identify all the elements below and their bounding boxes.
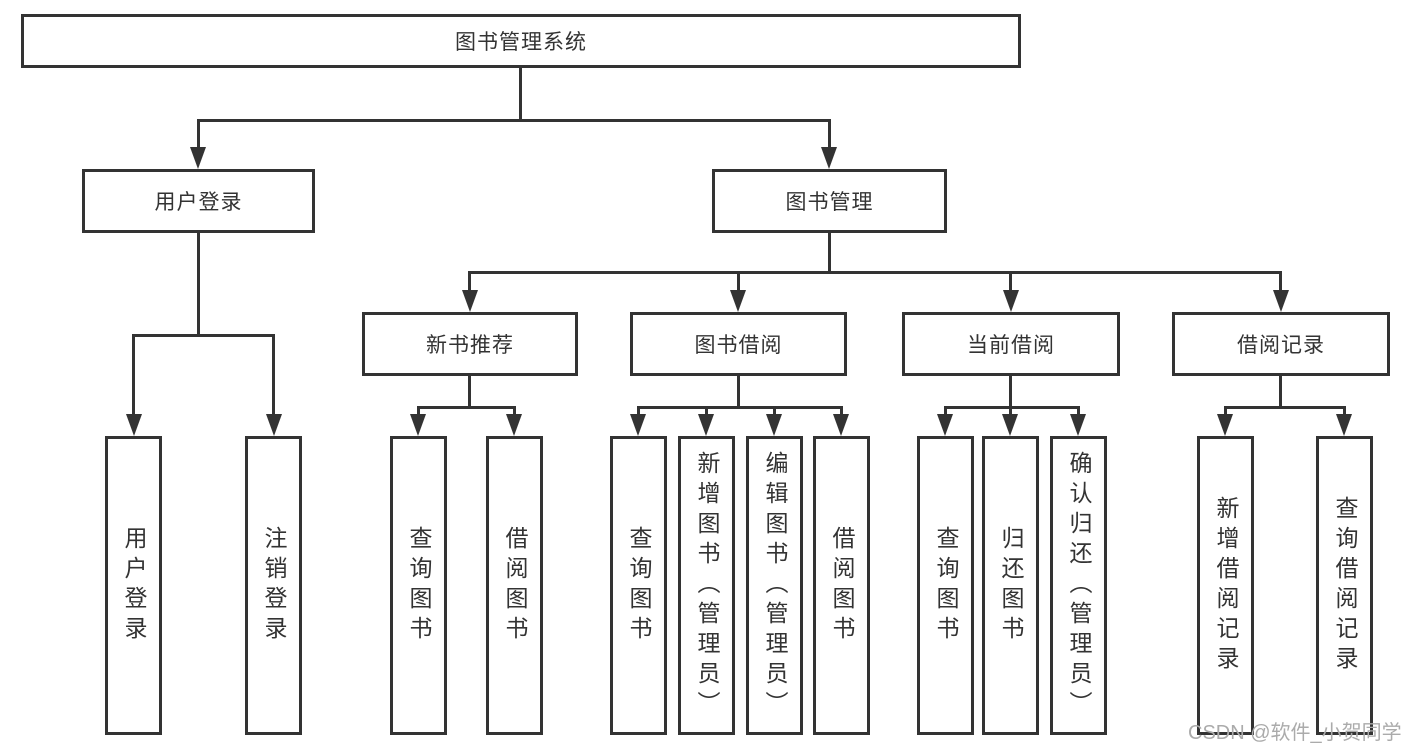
arrowhead-icon	[730, 290, 746, 312]
arrowhead-icon	[766, 414, 782, 436]
leaf-label: 借阅图书	[502, 525, 528, 646]
leaf-logout: 注销登录	[245, 436, 302, 735]
arrowhead-icon	[410, 414, 426, 436]
connector-line	[637, 406, 640, 416]
arrowhead-icon	[1002, 414, 1018, 436]
node-current-borrow: 当前借阅	[902, 312, 1120, 376]
connector-line	[1077, 406, 1080, 416]
arrowhead-icon	[833, 414, 849, 436]
connector-line	[705, 406, 708, 416]
connector-line	[197, 119, 831, 122]
node-label: 图书管理系统	[455, 31, 587, 54]
leaf-label: 查询借阅记录	[1332, 495, 1358, 676]
connector-line	[468, 271, 1282, 274]
node-label: 图书借阅	[694, 334, 783, 357]
leaf-label: 注销登录	[261, 525, 287, 646]
leaf-label: 新增图书（管理员）	[694, 450, 720, 721]
node-book-management: 图书管理	[712, 169, 947, 233]
connector-line	[417, 406, 420, 416]
node-label: 当前借阅	[967, 334, 1055, 357]
connector-line	[1224, 406, 1346, 409]
node-label: 图书管理	[785, 191, 874, 214]
connector-line	[417, 406, 516, 409]
connector-line	[1343, 406, 1346, 416]
arrowhead-icon	[1217, 414, 1233, 436]
arrowhead-icon	[266, 414, 282, 436]
leaf-query-book-1: 查询图书	[390, 436, 447, 735]
connector-line	[132, 334, 135, 416]
leaf-user-login: 用户登录	[105, 436, 162, 735]
leaf-add-borrow-record: 新增借阅记录	[1197, 436, 1254, 735]
node-book-borrow: 图书借阅	[630, 312, 847, 376]
arrowhead-icon	[1273, 290, 1289, 312]
leaf-label: 用户登录	[121, 525, 147, 646]
leaf-add-book-admin: 新增图书（管理员）	[678, 436, 735, 735]
connector-line	[828, 232, 831, 274]
connector-line	[1009, 271, 1012, 292]
connector-line	[773, 406, 776, 416]
arrowhead-icon	[821, 147, 837, 169]
leaf-label: 编辑图书（管理员）	[762, 450, 788, 721]
node-borrow-record: 借阅记录	[1172, 312, 1390, 376]
leaf-query-book-3: 查询图书	[917, 436, 974, 735]
connector-line	[1009, 406, 1012, 416]
node-label: 新书推荐	[426, 334, 514, 357]
arrowhead-icon	[506, 414, 522, 436]
leaf-label: 查询图书	[626, 525, 652, 646]
connector-line	[1009, 374, 1012, 409]
connector-line	[197, 232, 200, 336]
leaf-confirm-return-admin: 确认归还（管理员）	[1050, 436, 1107, 735]
leaf-label: 借阅图书	[829, 525, 855, 646]
leaf-label: 查询图书	[406, 525, 432, 646]
node-label: 用户登录	[154, 191, 243, 214]
arrowhead-icon	[1003, 290, 1019, 312]
connector-line	[944, 406, 947, 416]
connector-line	[840, 406, 843, 416]
connector-line	[468, 271, 471, 292]
connector-line	[828, 119, 831, 151]
leaf-return-book: 归还图书	[982, 436, 1039, 735]
arrowhead-icon	[698, 414, 714, 436]
arrowhead-icon	[190, 147, 206, 169]
connector-line	[1279, 271, 1282, 292]
connector-line	[637, 406, 843, 409]
leaf-label: 查询图书	[933, 525, 959, 646]
connector-line	[1224, 406, 1227, 416]
connector-line	[944, 406, 1080, 409]
node-user-login: 用户登录	[82, 169, 315, 233]
connector-line	[1279, 374, 1282, 409]
leaf-query-borrow-record: 查询借阅记录	[1316, 436, 1373, 735]
connector-line	[513, 406, 516, 416]
arrowhead-icon	[937, 414, 953, 436]
connector-line	[737, 271, 740, 292]
leaf-borrow-book-1: 借阅图书	[486, 436, 543, 735]
arrowhead-icon	[1336, 414, 1352, 436]
arrowhead-icon	[630, 414, 646, 436]
connector-line	[519, 66, 522, 122]
node-root-library-system: 图书管理系统	[21, 14, 1021, 68]
node-new-book-recommend: 新书推荐	[362, 312, 578, 376]
arrowhead-icon	[1070, 414, 1086, 436]
connector-line	[132, 334, 275, 337]
connector-line	[272, 334, 275, 416]
connector-line	[468, 374, 471, 409]
connector-line	[197, 119, 200, 151]
leaf-label: 新增借阅记录	[1213, 495, 1239, 676]
leaf-edit-book-admin: 编辑图书（管理员）	[746, 436, 803, 735]
leaf-label: 确认归还（管理员）	[1066, 450, 1092, 721]
node-label: 借阅记录	[1237, 334, 1325, 357]
leaf-query-book-2: 查询图书	[610, 436, 667, 735]
connector-line	[737, 374, 740, 409]
leaf-borrow-book-2: 借阅图书	[813, 436, 870, 735]
arrowhead-icon	[126, 414, 142, 436]
arrowhead-icon	[462, 290, 478, 312]
leaf-label: 归还图书	[998, 525, 1024, 646]
csdn-watermark: CSDN @软件_小贺同学	[1188, 722, 1402, 744]
